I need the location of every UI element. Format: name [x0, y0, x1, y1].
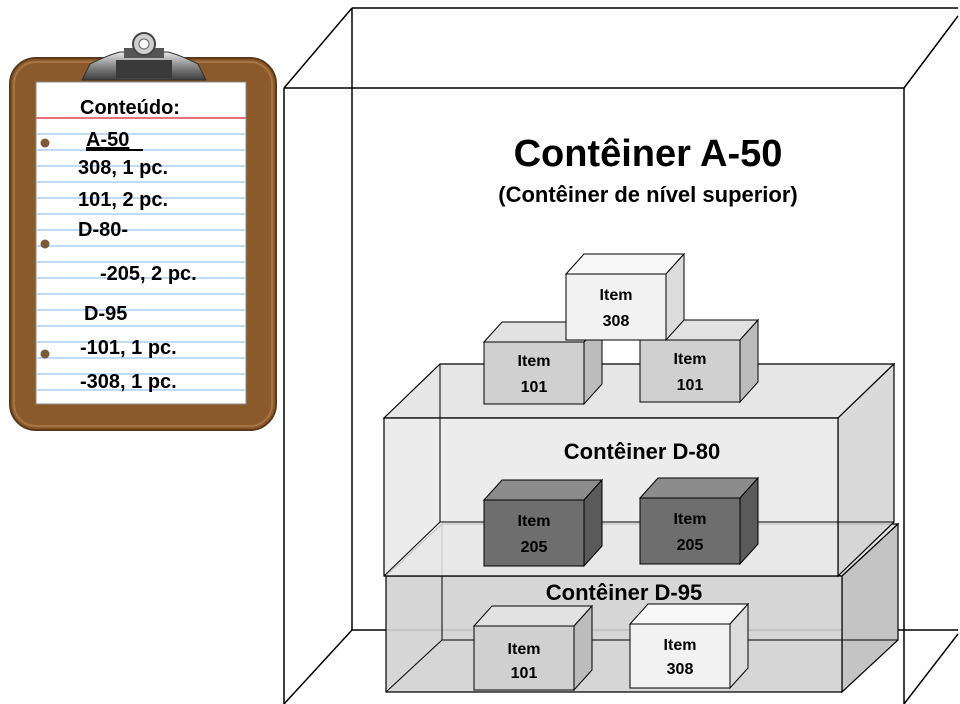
- container-d80: Contêiner D-80: [382, 362, 896, 578]
- item-label: Item: [674, 351, 707, 368]
- item-label: Item: [674, 511, 707, 528]
- container-d80-title: Contêiner D-80: [564, 439, 720, 464]
- clipboard-clip-icon: [81, 32, 207, 81]
- punch-hole: [40, 138, 50, 148]
- item-box-308-top: Item 308: [564, 252, 686, 342]
- clipboard-line: 308, 1 pc.: [78, 157, 168, 179]
- item-box-308-d95: Item 308: [628, 602, 750, 690]
- punch-hole: [40, 239, 50, 249]
- clipboard-line: -205, 2 pc.: [100, 263, 197, 285]
- clipboard-line: 101, 2 pc.: [78, 189, 168, 211]
- item-number: 205: [521, 539, 548, 556]
- container-a50: Contêiner A-50 (Contêiner de nível super…: [283, 7, 959, 704]
- clipboard-title: Conteúdo:: [80, 97, 180, 119]
- item-number: 101: [677, 377, 704, 394]
- container-d95-title: Contêiner D-95: [546, 580, 702, 605]
- item-number: 101: [521, 379, 548, 396]
- item-box-205-right: Item 205: [638, 476, 760, 566]
- item-label: Item: [518, 513, 551, 530]
- item-label: Item: [600, 287, 633, 304]
- clipboard-line: A-50: [86, 129, 129, 151]
- container-a50-subtitle: (Contêiner de nível superior): [498, 182, 798, 207]
- item-label: Item: [508, 641, 541, 658]
- clipboard: Conteúdo: A-50 308, 1 pc. 101, 2 pc. D-8…: [9, 32, 277, 431]
- item-label: Item: [518, 353, 551, 370]
- clipboard-paper: [35, 81, 247, 405]
- clipboard-line: -101, 1 pc.: [80, 337, 177, 359]
- clipboard-line: D-95: [84, 303, 127, 325]
- clipboard-line: -308, 1 pc.: [80, 371, 177, 393]
- item-box-101-d95: Item 101: [472, 604, 594, 692]
- clipboard-line: D-80-: [78, 219, 128, 241]
- item-number: 101: [511, 665, 538, 682]
- item-number: 308: [667, 661, 694, 678]
- item-number: 205: [677, 537, 704, 554]
- container-a50-title: Contêiner A-50: [514, 133, 783, 175]
- punch-hole: [40, 349, 50, 359]
- item-label: Item: [664, 637, 697, 654]
- item-number: 308: [603, 313, 630, 330]
- item-box-205-left: Item 205: [482, 478, 604, 568]
